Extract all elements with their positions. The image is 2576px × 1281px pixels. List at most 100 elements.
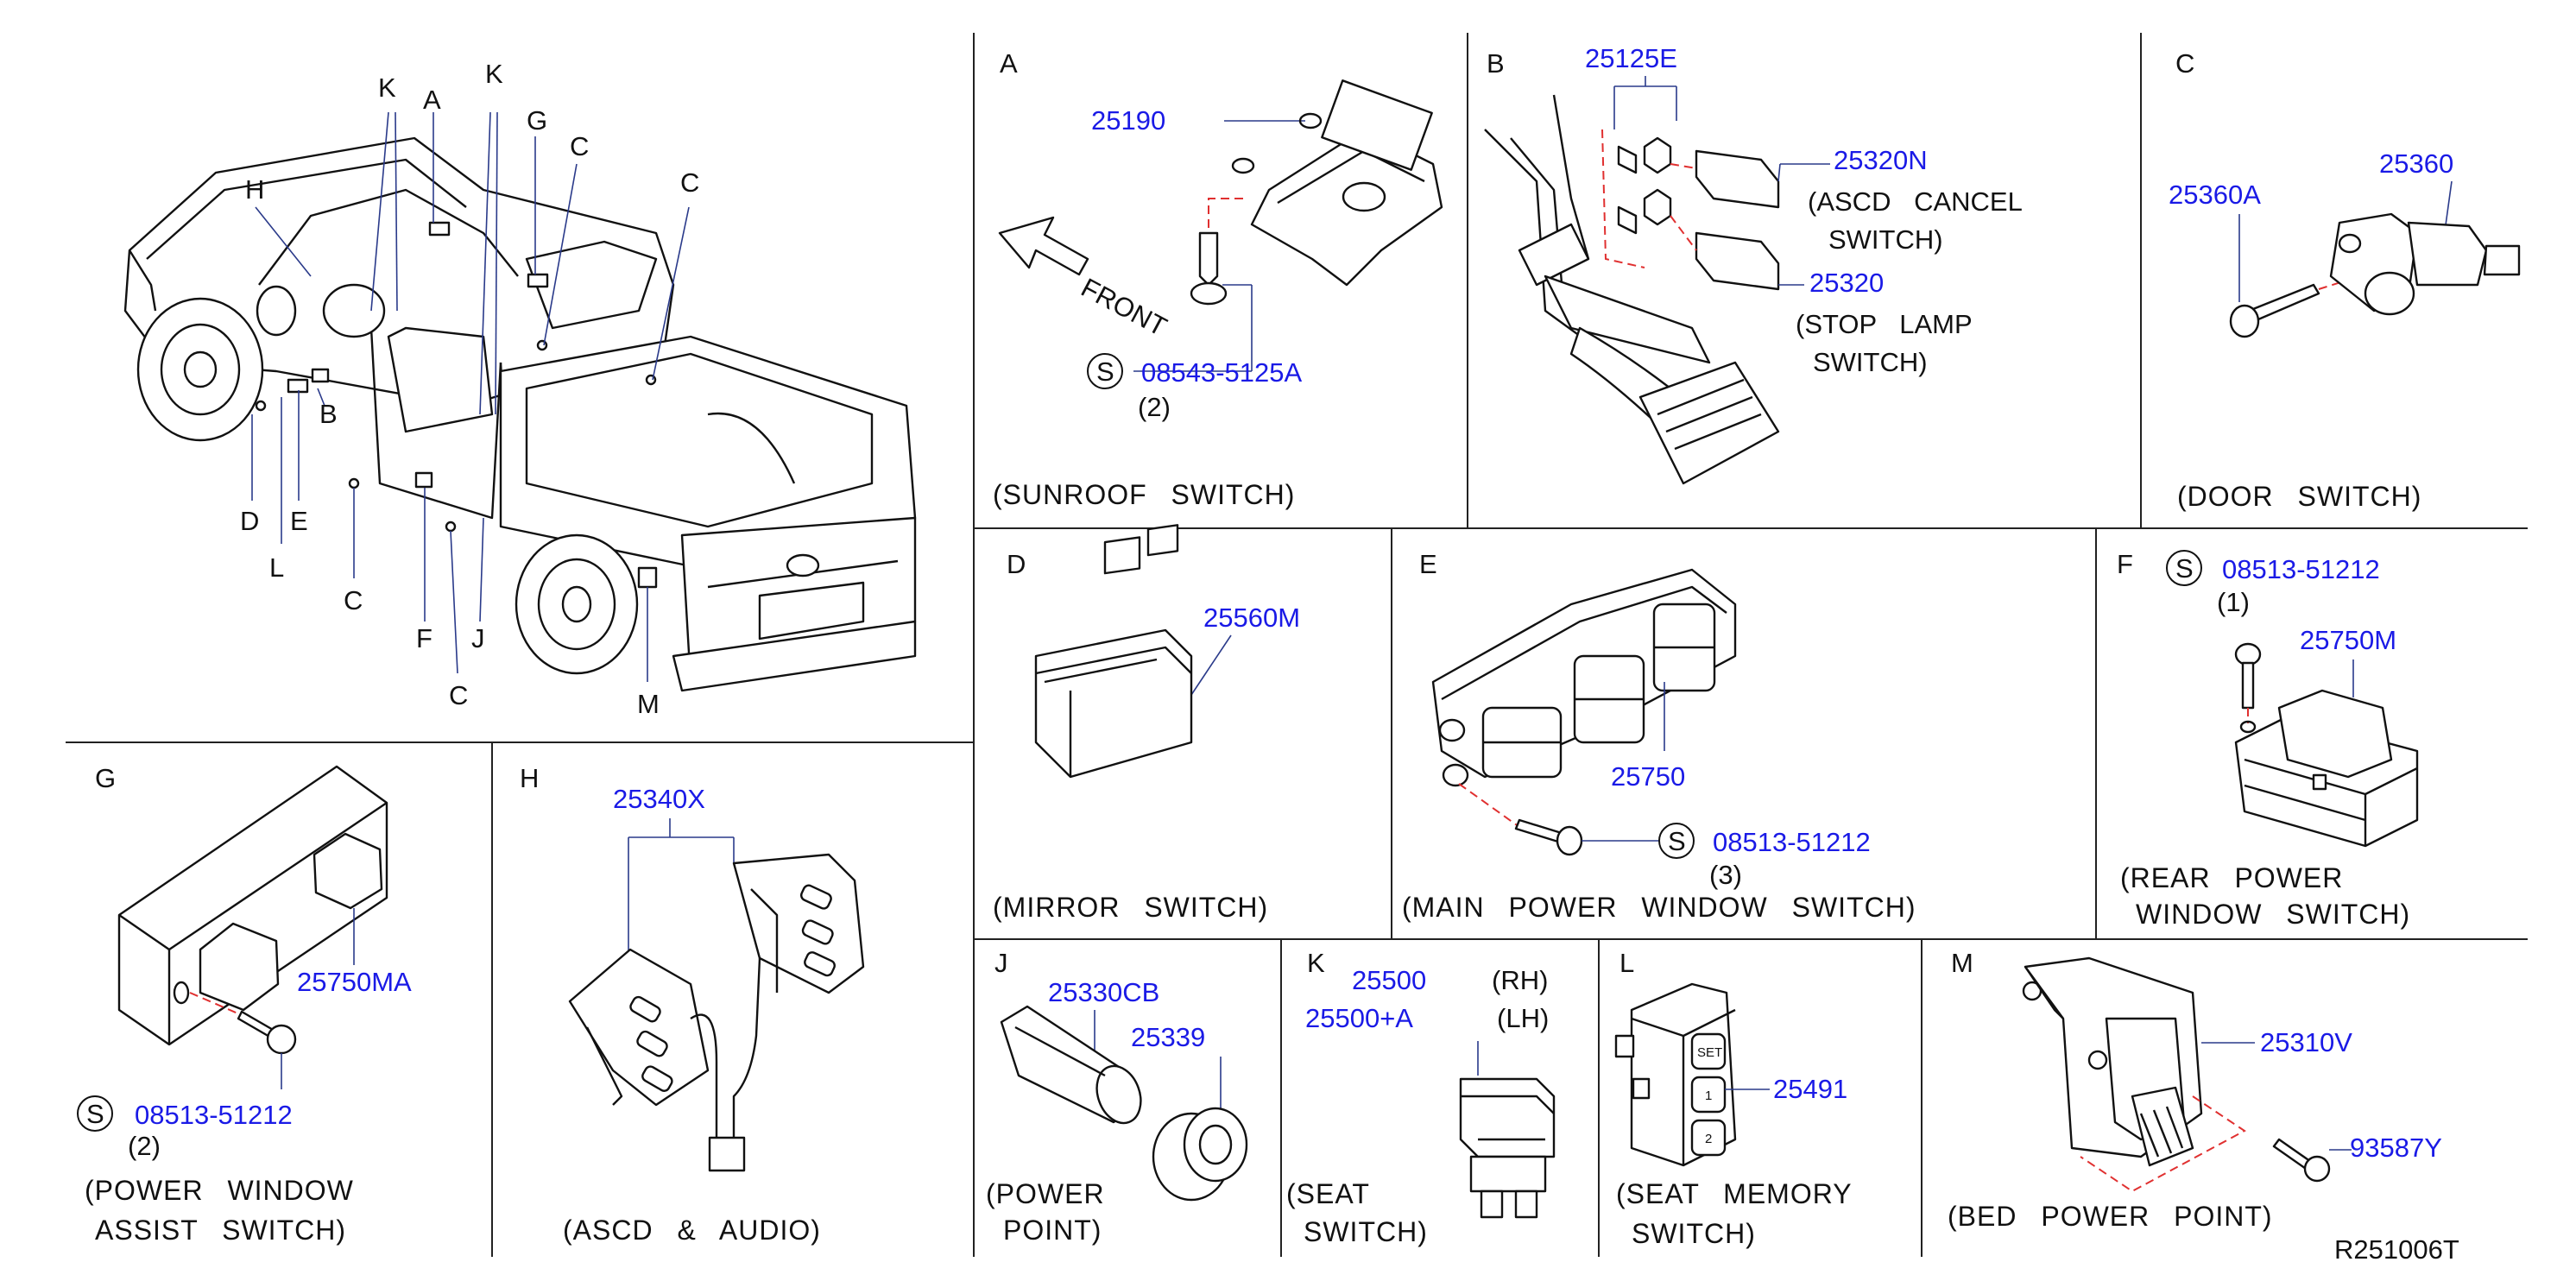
caption-J-line2: POINT)	[1003, 1215, 1102, 1246]
part-25750MA: 25750MA	[297, 967, 412, 997]
side-RH: (RH)	[1492, 965, 1548, 995]
panel-J: J 25330CB 25339 (POWER POINT)	[986, 948, 1248, 1246]
note-ascd-cancel-2: SWITCH)	[1828, 224, 1943, 255]
panel-letter-E: E	[1419, 549, 1437, 579]
panel-letter-D: D	[1007, 549, 1026, 579]
panel-letter-B: B	[1487, 48, 1505, 79]
caption-K-line1: (SEAT	[1286, 1178, 1370, 1209]
screw-08513-51212-E: 08513-51212	[1713, 827, 1871, 857]
part-25340X: 25340X	[613, 784, 705, 814]
button-1: 1	[1705, 1089, 1712, 1103]
screw-symbol-G: S	[86, 1099, 104, 1129]
caption-H: (ASCD & AUDIO)	[563, 1215, 821, 1246]
part-25500-A: 25500+A	[1305, 1003, 1413, 1033]
caption-K-line2: SWITCH)	[1304, 1216, 1428, 1247]
panel-B: B 25125E 25320N (ASCD CANCEL SWITCH) 253	[1484, 43, 2023, 485]
caption-L-line1: (SEAT MEMORY	[1616, 1178, 1853, 1209]
callout-F: F	[416, 623, 432, 653]
panel-letter-C: C	[2175, 48, 2194, 79]
panel-F: F S 08513-51212 (1) 25750M (REAR POWER W…	[2117, 549, 2419, 930]
part-25310V: 25310V	[2260, 1027, 2352, 1057]
caption-G-line2: ASSIST SWITCH)	[95, 1215, 346, 1246]
screw-symbol-E: S	[1668, 826, 1686, 856]
screw-08513-51212-G: 08513-51212	[135, 1100, 293, 1130]
panel-E: E 25750 S 08513-51212 (3) (MAIN POWER WI…	[1402, 549, 1916, 923]
note-ascd-cancel-1: (ASCD CANCEL	[1808, 186, 2023, 217]
callout-B: B	[319, 399, 338, 429]
part-25750: 25750	[1611, 761, 1685, 792]
panel-letter-F: F	[2117, 549, 2133, 579]
part-25320N: 25320N	[1834, 145, 1928, 175]
note-stop-lamp-2: SWITCH)	[1813, 347, 1928, 377]
panel-C: C 25360 25360A (DOOR SWITCH)	[2169, 48, 2521, 512]
callout-H: H	[245, 174, 264, 205]
screw-qty-G: (2)	[128, 1131, 161, 1161]
callout-G: G	[527, 105, 547, 136]
callout-D: D	[240, 506, 259, 536]
callout-M: M	[637, 689, 660, 719]
panel-letter-K: K	[1307, 948, 1325, 978]
callout-J: J	[471, 623, 485, 653]
panel-A: A 25190 FRONT S 08543-5125A (2) (SUNROOF…	[993, 48, 1443, 510]
part-25560M: 25560M	[1203, 603, 1300, 633]
caption-F-line1: (REAR POWER	[2120, 862, 2343, 893]
screw-qty-F: (1)	[2217, 587, 2250, 617]
note-stop-lamp-1: (STOP LAMP	[1796, 309, 1973, 339]
part-93587Y: 93587Y	[2350, 1133, 2442, 1163]
panel-G: G 25750MA S 08513-51212 (2) (POWER WINDO…	[77, 763, 412, 1246]
callout-A: A	[423, 85, 441, 115]
callout-C-3: C	[344, 585, 363, 615]
screw-symbol-A: S	[1096, 357, 1114, 387]
callout-E: E	[290, 506, 308, 536]
part-25190: 25190	[1091, 105, 1165, 136]
screw-08513-51212-F: 08513-51212	[2222, 554, 2380, 584]
part-25360: 25360	[2379, 148, 2453, 179]
callout-K-1: K	[378, 73, 396, 103]
screw-qty-A: (2)	[1138, 392, 1171, 422]
screw-08543-5125A: 08543-5125A	[1141, 357, 1302, 388]
callout-C-4: C	[449, 680, 468, 710]
panel-letter-H: H	[520, 763, 539, 793]
screw-symbol-F: S	[2175, 553, 2194, 584]
panel-H: H 25340X (ASCD & AUDIO)	[520, 763, 865, 1246]
caption-E: (MAIN POWER WINDOW SWITCH)	[1402, 892, 1916, 923]
panel-M: M 25310V 93587Y (BED POWER POINT) R25100…	[1948, 948, 2459, 1265]
part-25320: 25320	[1809, 268, 1884, 298]
panel-D: D 25560M (MIRROR SWITCH)	[993, 524, 1300, 923]
front-arrow-label: FRONT	[1076, 272, 1172, 342]
part-25360A: 25360A	[2169, 180, 2261, 210]
caption-D: (MIRROR SWITCH)	[993, 892, 1268, 923]
caption-J-line1: (POWER	[986, 1178, 1105, 1209]
truck-callouts: A B C C C C D E F G H J K K L M	[240, 59, 699, 719]
button-2: 2	[1705, 1132, 1712, 1146]
panel-L: L SET 1 2 25491 (SEAT MEMORY SWITCH)	[1614, 948, 1853, 1249]
screw-qty-E: (3)	[1709, 860, 1742, 890]
side-LH: (LH)	[1497, 1003, 1549, 1033]
button-set: SET	[1697, 1045, 1722, 1060]
panel-letter-G: G	[95, 763, 116, 793]
truck-illustration	[123, 111, 917, 692]
panel-letter-L: L	[1619, 948, 1634, 978]
callout-L: L	[269, 552, 284, 583]
part-25125E: 25125E	[1585, 43, 1677, 73]
callout-K-2: K	[485, 59, 503, 89]
caption-G-line1: (POWER WINDOW	[85, 1175, 354, 1206]
caption-A: (SUNROOF SWITCH)	[993, 479, 1295, 510]
part-25500: 25500	[1352, 965, 1426, 995]
panel-letter-A: A	[1000, 48, 1018, 79]
caption-F-line2: WINDOW SWITCH)	[2136, 899, 2410, 930]
caption-M: (BED POWER POINT)	[1948, 1201, 2273, 1232]
reference-code: R251006T	[2334, 1234, 2459, 1265]
part-25491: 25491	[1773, 1074, 1847, 1104]
panel-letter-M: M	[1951, 948, 1973, 978]
callout-C-2: C	[680, 167, 699, 198]
panel-dividers	[66, 33, 2528, 1257]
part-25339: 25339	[1131, 1022, 1205, 1052]
panel-letter-J: J	[994, 948, 1008, 978]
callout-C-1: C	[570, 131, 589, 161]
part-25750M: 25750M	[2300, 625, 2396, 655]
caption-C: (DOOR SWITCH)	[2177, 481, 2421, 512]
part-25330CB: 25330CB	[1048, 977, 1159, 1007]
caption-L-line2: SWITCH)	[1632, 1218, 1756, 1249]
